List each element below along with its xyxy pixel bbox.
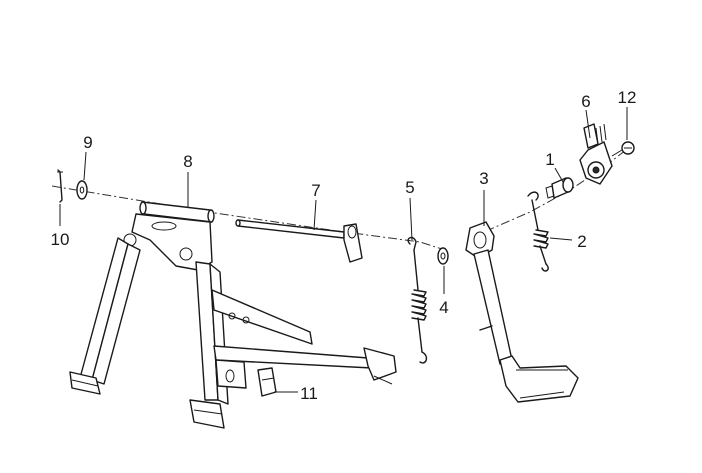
part-1-bolt [545, 177, 574, 199]
callout-8: 8 [183, 152, 192, 171]
part-11-stopper [257, 367, 277, 397]
callout-4: 4 [439, 298, 448, 317]
leader-6 [585, 109, 591, 139]
part-10-pin [57, 169, 63, 203]
part-2-spring [527, 191, 549, 272]
leader-1 [554, 167, 564, 183]
part-8-main-stand [69, 201, 397, 429]
leader-7 [313, 199, 317, 231]
callout-2: 2 [577, 232, 586, 251]
callout-5: 5 [405, 178, 414, 197]
callout-10: 10 [51, 230, 70, 249]
part-5-spring [407, 236, 428, 364]
callout-1: 1 [545, 150, 554, 169]
part-6-switch [579, 123, 613, 185]
callout-11: 11 [300, 384, 318, 403]
part-9-washer [76, 180, 88, 200]
callout-6: 6 [581, 92, 590, 111]
callout-12: 12 [618, 88, 637, 107]
leader-9 [83, 151, 87, 181]
callout-9: 9 [83, 133, 92, 152]
leader-2 [549, 237, 573, 241]
callout-3: 3 [479, 169, 488, 188]
part-12-screw [611, 141, 635, 157]
part-4-washer [437, 247, 449, 265]
part-3-side-stand [465, 221, 579, 403]
callout-7: 7 [311, 181, 320, 200]
leader-5 [409, 197, 413, 241]
part-7-pivot-shaft [235, 219, 363, 263]
